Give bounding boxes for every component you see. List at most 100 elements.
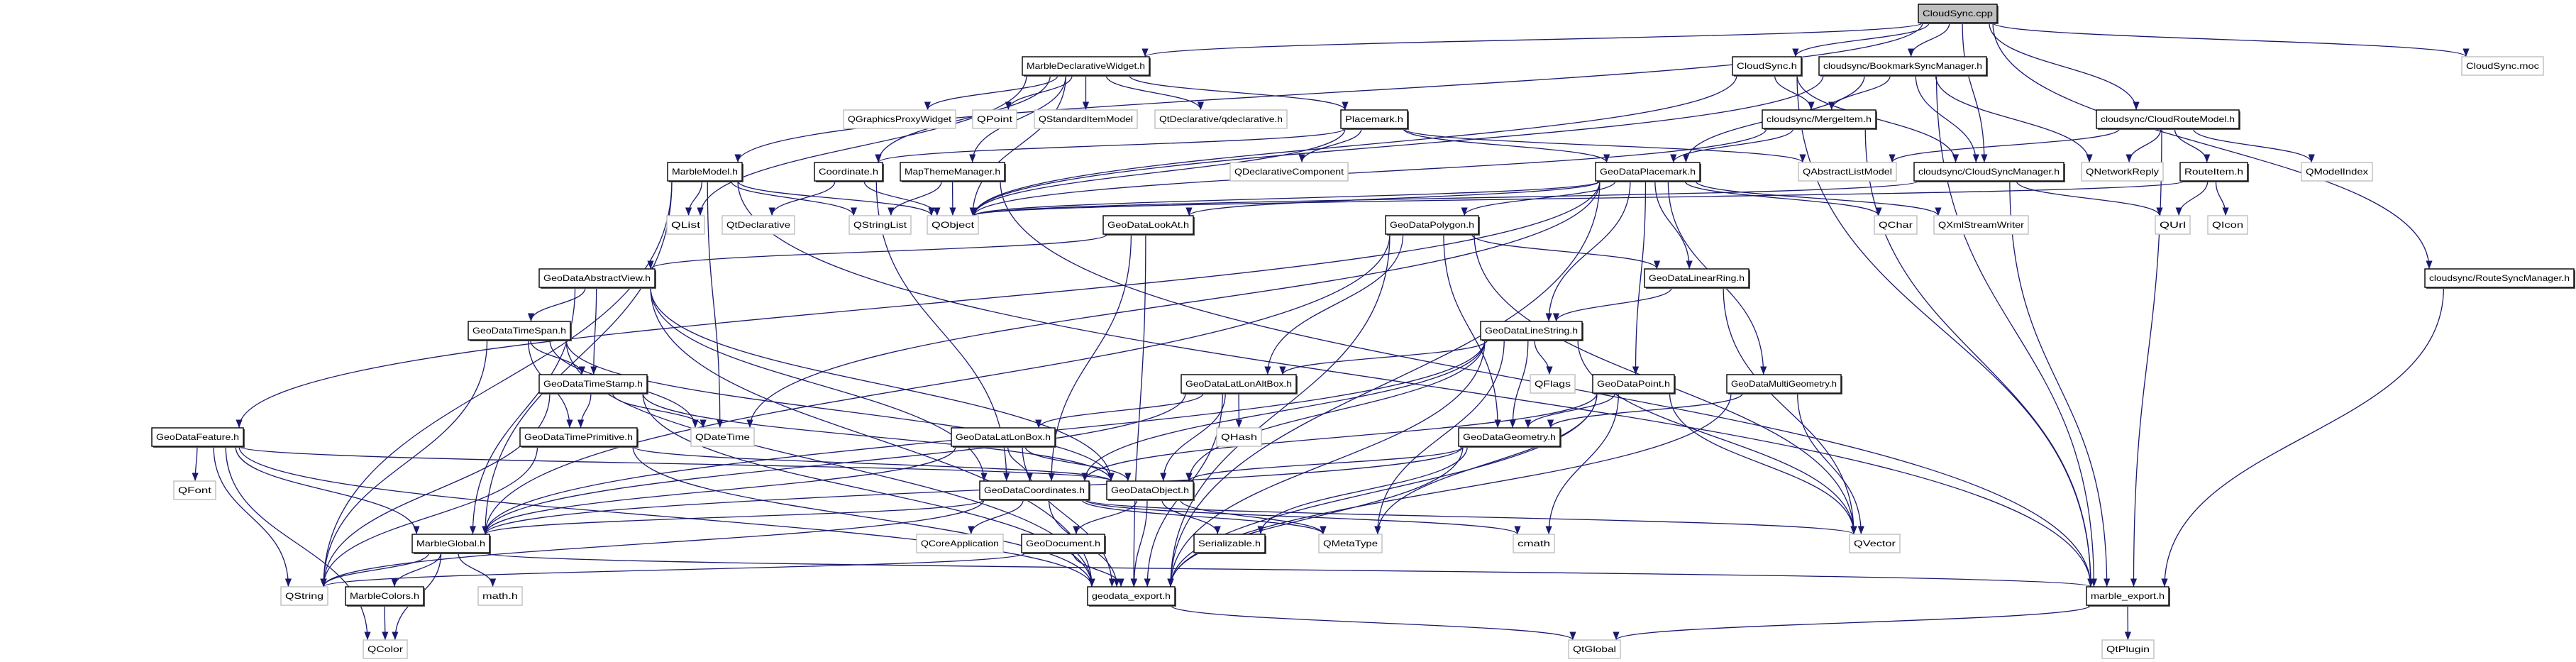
node-mcolors[interactable]: MarbleColors.h xyxy=(345,586,425,607)
node-box[interactable] xyxy=(1568,639,1621,659)
node-box[interactable] xyxy=(848,215,912,235)
node-coord[interactable]: Coordinate.h xyxy=(814,162,884,182)
node-feature[interactable]: GeoDataFeature.h xyxy=(151,427,245,448)
node-box[interactable] xyxy=(1933,215,2029,235)
node-box[interactable] xyxy=(2101,639,2155,659)
node-box[interactable] xyxy=(538,374,648,394)
node-box[interactable] xyxy=(1513,534,1555,553)
node-box[interactable] xyxy=(1181,374,1297,394)
node-box[interactable] xyxy=(1762,109,1876,129)
node-qgpw[interactable]: QGraphicsProxyWidget xyxy=(843,109,956,129)
node-linestr[interactable]: GeoDataLineString.h xyxy=(1480,321,1583,341)
node-timespan[interactable]: GeoDataTimeSpan.h xyxy=(468,321,572,341)
node-qfont[interactable]: QFont xyxy=(173,480,216,500)
node-box[interactable] xyxy=(666,215,705,235)
node-box[interactable] xyxy=(1818,56,1987,76)
node-serial[interactable]: Serializable.h xyxy=(1193,534,1266,554)
node-box[interactable] xyxy=(280,586,328,606)
node-cmath[interactable]: cmath xyxy=(1513,534,1555,553)
node-box[interactable] xyxy=(1022,56,1150,76)
node-box[interactable] xyxy=(173,480,216,500)
node-box[interactable] xyxy=(1918,4,1998,23)
node-cpp[interactable]: CloudSync.cpp xyxy=(1918,4,1999,24)
node-timestamp[interactable]: GeoDataTimeStamp.h xyxy=(538,374,648,395)
node-box[interactable] xyxy=(151,427,244,447)
node-llb[interactable]: GeoDataLatLonBox.h xyxy=(951,427,1056,448)
node-llab[interactable]: GeoDataLatLonAltBox.h xyxy=(1181,374,1298,395)
node-box[interactable] xyxy=(900,162,1005,182)
node-linring[interactable]: GeoDataLinearRing.h xyxy=(1644,268,1750,289)
node-box[interactable] xyxy=(2424,268,2575,288)
node-geodoc[interactable]: GeoDocument.h xyxy=(1021,534,1106,554)
node-box[interactable] xyxy=(1530,374,1576,394)
node-qstring[interactable]: QString xyxy=(280,586,328,606)
node-box[interactable] xyxy=(1154,109,1288,129)
node-point[interactable]: GeoDataPoint.h xyxy=(1592,374,1676,395)
node-box[interactable] xyxy=(1318,534,1383,553)
node-box[interactable] xyxy=(722,215,795,235)
node-box[interactable] xyxy=(814,162,883,182)
node-qlist[interactable]: QList xyxy=(666,215,705,235)
node-box[interactable] xyxy=(363,639,408,659)
node-box[interactable] xyxy=(1913,162,2064,182)
node-qcolor[interactable]: QColor xyxy=(363,639,408,659)
node-geometry[interactable]: GeoDataGeometry.h xyxy=(1458,427,1561,448)
node-csh[interactable]: CloudSync.h xyxy=(1732,56,1803,77)
node-mmodel[interactable]: MarbleModel.h xyxy=(667,162,743,182)
node-box[interactable] xyxy=(927,215,979,235)
node-box[interactable] xyxy=(1595,162,1701,182)
node-qtdecl[interactable]: QtDeclarative xyxy=(722,215,795,235)
node-qurl[interactable]: QUrl xyxy=(2155,215,2191,235)
node-coords[interactable]: GeoDataCoordinates.h xyxy=(979,480,1090,501)
node-box[interactable] xyxy=(2086,586,2169,606)
node-merge[interactable]: cloudsync/MergeItem.h xyxy=(1762,109,1877,130)
node-box[interactable] xyxy=(519,427,638,447)
node-box[interactable] xyxy=(468,321,571,341)
node-box[interactable] xyxy=(1087,586,1176,606)
node-qxml[interactable]: QXmlStreamWriter xyxy=(1933,215,2029,235)
node-qobject[interactable]: QObject xyxy=(927,215,979,235)
node-box[interactable] xyxy=(690,427,755,447)
node-qmetatype[interactable]: QMetaType xyxy=(1318,534,1383,553)
node-box[interactable] xyxy=(2301,162,2373,182)
node-box[interactable] xyxy=(2081,162,2164,182)
node-moc[interactable]: CloudSync.moc xyxy=(2461,56,2544,76)
node-object[interactable]: GeoDataObject.h xyxy=(1106,480,1195,501)
node-qcoreapp[interactable]: QCoreApplication xyxy=(916,534,1004,553)
node-box[interactable] xyxy=(1385,215,1479,235)
node-multigeo[interactable]: GeoDataMultiGeometry.h xyxy=(1726,374,1842,395)
node-box[interactable] xyxy=(1216,427,1262,447)
node-box[interactable] xyxy=(1874,215,1918,235)
node-rsm[interactable]: cloudsync/RouteSyncManager.h xyxy=(2424,268,2575,289)
node-qnr[interactable]: QNetworkReply xyxy=(2081,162,2164,182)
node-box[interactable] xyxy=(2461,56,2544,76)
node-qvector[interactable]: QVector xyxy=(1849,534,1901,553)
node-box[interactable] xyxy=(1480,321,1583,341)
node-absview[interactable]: GeoDataAbstractView.h xyxy=(538,268,656,289)
node-box[interactable] xyxy=(979,480,1090,500)
node-box[interactable] xyxy=(477,586,523,606)
node-box[interactable] xyxy=(2096,109,2240,129)
node-box[interactable] xyxy=(1193,534,1266,553)
node-qicon[interactable]: QIcon xyxy=(2207,215,2248,235)
node-box[interactable] xyxy=(411,534,490,553)
node-qdc[interactable]: QDeclarativeComponent xyxy=(1229,162,1349,182)
node-box[interactable] xyxy=(1106,480,1194,500)
node-qsl[interactable]: QStringList xyxy=(848,215,912,235)
node-box[interactable] xyxy=(1726,374,1842,394)
node-box[interactable] xyxy=(2179,162,2248,182)
node-gdpm[interactable]: GeoDataPlacemark.h xyxy=(1595,162,1701,182)
node-routeitem[interactable]: RouteItem.h xyxy=(2179,162,2249,182)
node-box[interactable] xyxy=(1102,215,1194,235)
node-mexport[interactable]: marble_export.h xyxy=(2086,586,2170,607)
node-box[interactable] xyxy=(1592,374,1675,394)
node-box[interactable] xyxy=(1340,109,1408,129)
node-qtglobal[interactable]: QtGlobal xyxy=(1568,639,1621,659)
node-box[interactable] xyxy=(2155,215,2191,235)
node-placemark[interactable]: Placemark.h xyxy=(1340,109,1409,130)
node-box[interactable] xyxy=(843,109,956,129)
node-box[interactable] xyxy=(916,534,1004,553)
node-mtm[interactable]: MapThemeManager.h xyxy=(900,162,1006,182)
node-box[interactable] xyxy=(538,268,656,288)
node-lookat[interactable]: GeoDataLookAt.h xyxy=(1102,215,1195,236)
